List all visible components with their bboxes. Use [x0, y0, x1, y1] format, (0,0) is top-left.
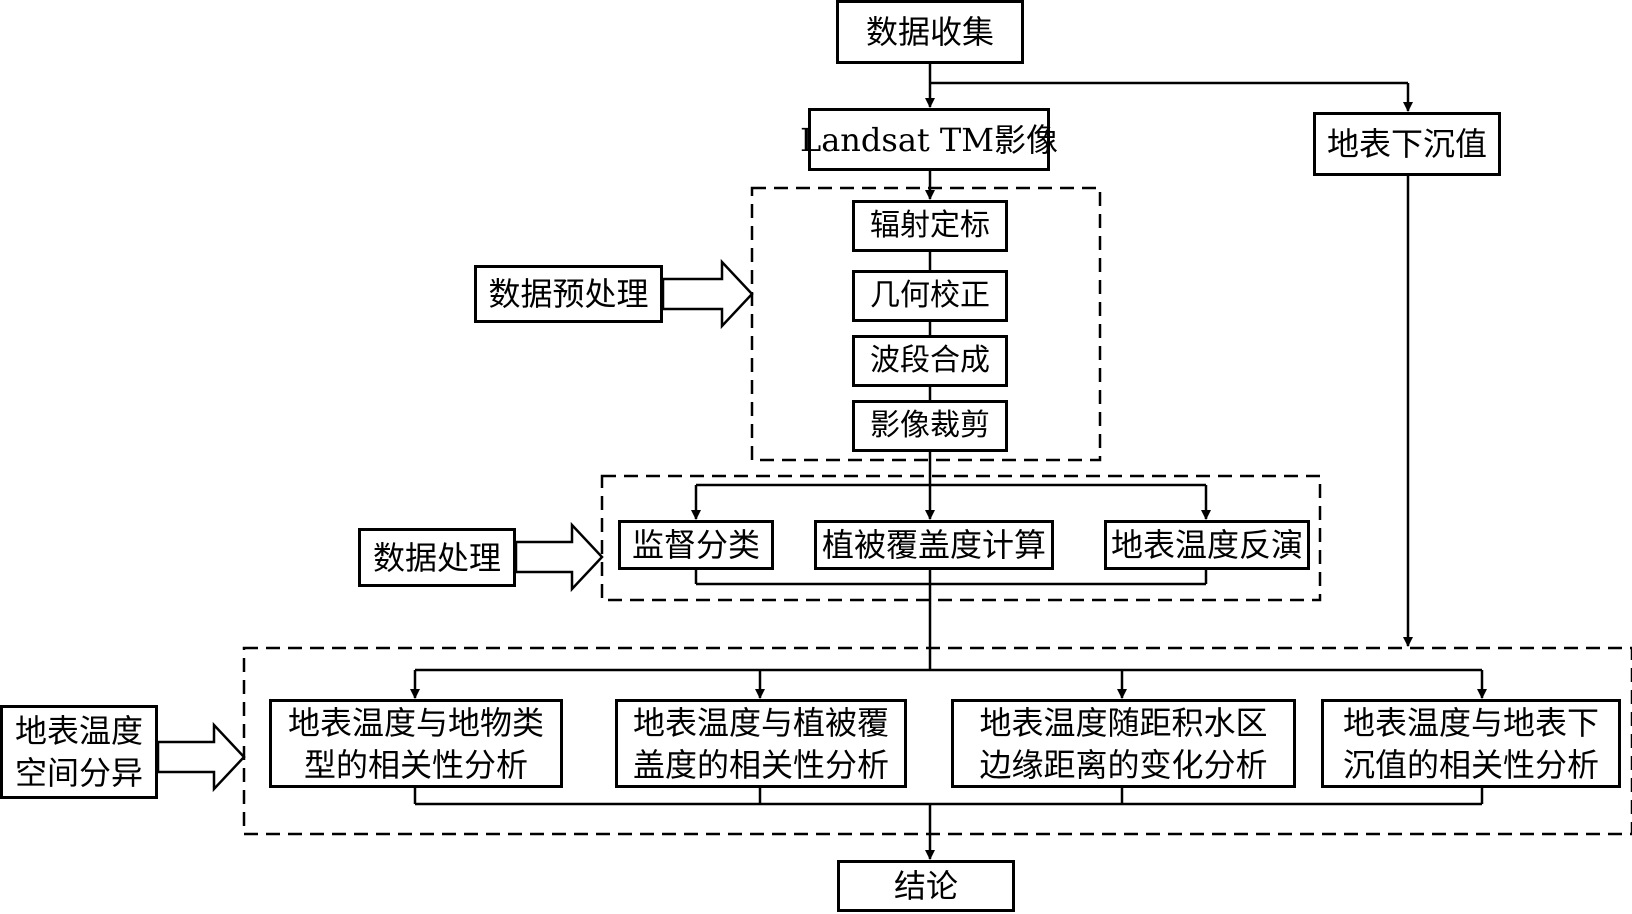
subsidence-node: 地表下沉值: [1313, 112, 1501, 176]
hollow-arrow: [514, 521, 604, 593]
analysis-group-box: [242, 646, 1632, 836]
preprocess-group-box: [750, 186, 1102, 462]
analysis-subsidence-node: 地表温度与地表下 沉值的相关性分析: [1321, 699, 1621, 788]
landsat-node: Landsat TM影像: [800, 108, 1058, 171]
supervised-classification-node: 监督分类: [618, 520, 774, 570]
analysis-waterlogged-distance-node: 地表温度随距积水区 边缘距离的变化分析: [951, 699, 1296, 788]
vegetation-coverage-node: 植被覆盖度计算: [814, 520, 1054, 570]
analysis-vegetation-node: 地表温度与植被覆 盖度的相关性分析: [615, 699, 907, 788]
data-collection-node: 数据收集: [836, 0, 1024, 64]
hollow-arrow: [156, 721, 246, 793]
analysis-landcover-node: 地表温度与地物类 型的相关性分析: [269, 699, 563, 788]
conclusion-node: 结论: [837, 860, 1015, 912]
processing-label-node: 数据处理: [358, 528, 516, 587]
preprocessing-label-node: 数据预处理: [474, 265, 663, 323]
process-group-box: [600, 474, 1322, 602]
spatial-differentiation-node: 地表温度 空间分异: [0, 705, 158, 799]
lst-retrieval-node: 地表温度反演: [1104, 520, 1310, 570]
geometric-correction-node: 几何校正: [852, 270, 1008, 322]
hollow-arrow: [661, 258, 754, 330]
image-crop-node: 影像裁剪: [852, 400, 1008, 452]
band-composite-node: 波段合成: [852, 335, 1008, 387]
radiometric-calibration-node: 辐射定标: [852, 200, 1008, 252]
